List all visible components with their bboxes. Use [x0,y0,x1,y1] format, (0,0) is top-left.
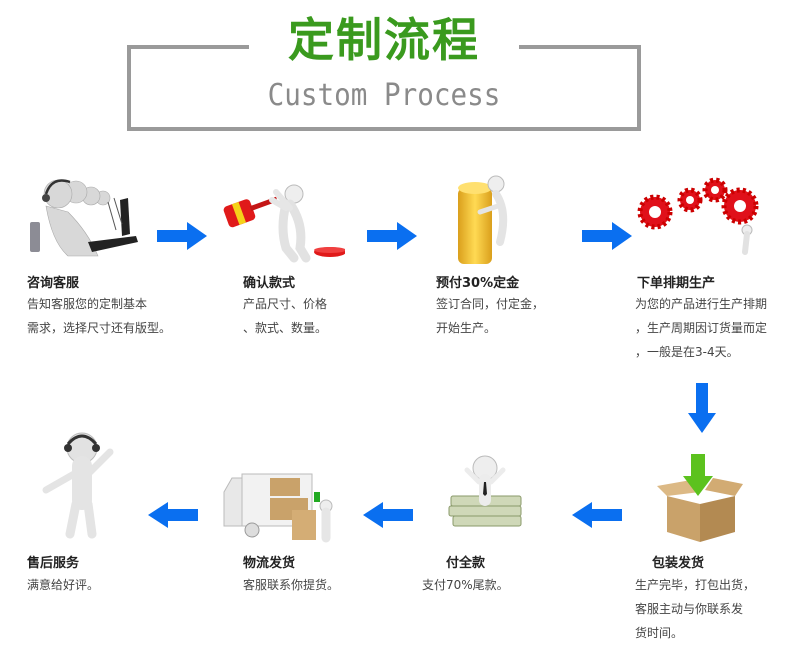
step-description-line: 产品尺寸、价格 [243,297,328,311]
after-sales-agent-icon [30,430,130,540]
arrow-right-icon [157,222,207,250]
step-description-line: 告知客服您的定制基本 [27,297,148,311]
step-title: 付全款 [446,556,486,571]
step-description-line: 开始生产。 [436,321,497,335]
page-subtitle: Custom Process [267,78,501,113]
step-title: 物流发货 [243,556,296,571]
page-title: 定制流程 [288,13,480,67]
money-stack-icon [445,450,525,530]
arrow-right-icon [582,222,632,250]
step-description-line: 客服联系你提货。 [243,578,340,592]
step-description-line: 需求，选择尺寸还有版型。 [27,321,172,335]
step-description-line: ，生产周期因订货量而定 [635,321,768,335]
arrow-left-icon [572,502,622,528]
step-title: 下单排期生产 [637,276,716,291]
gavel-confirm-icon [220,178,345,263]
delivery-truck-icon [222,472,342,544]
step-description-line: 客服主动与你联系发 [635,602,744,616]
arrow-left-icon [363,502,413,528]
step-title: 包装发货 [652,556,705,571]
package-box-icon [655,452,745,544]
step-title: 咨询客服 [27,276,80,291]
step-description-line: 为您的产品进行生产排期 [635,297,768,311]
step-description-line: 支付70%尾款。 [422,578,509,592]
step-description-line: 货时间。 [635,626,684,640]
frame-top-line-left [127,45,249,49]
step-description-line: ，一般是在3-4天。 [635,345,739,359]
customer-service-agents-icon [28,172,140,264]
step-description-line: 满意给好评。 [27,578,100,592]
gears-icon [635,172,760,257]
arrow-left-icon [148,502,198,528]
title-frame [127,45,641,131]
step-description-line: 、款式、数量。 [243,321,328,335]
frame-top-line-right [519,45,641,49]
arrow-down-icon [688,383,716,433]
step-title: 预付30%定金 [436,276,520,291]
step-title: 售后服务 [27,556,80,571]
step-description-line: 签订合同，付定金， [436,297,545,311]
arrow-right-icon [367,222,417,250]
step-title: 确认款式 [243,276,296,291]
step-description-line: 生产完毕，打包出货， [635,578,756,592]
gold-coins-icon [452,172,512,268]
